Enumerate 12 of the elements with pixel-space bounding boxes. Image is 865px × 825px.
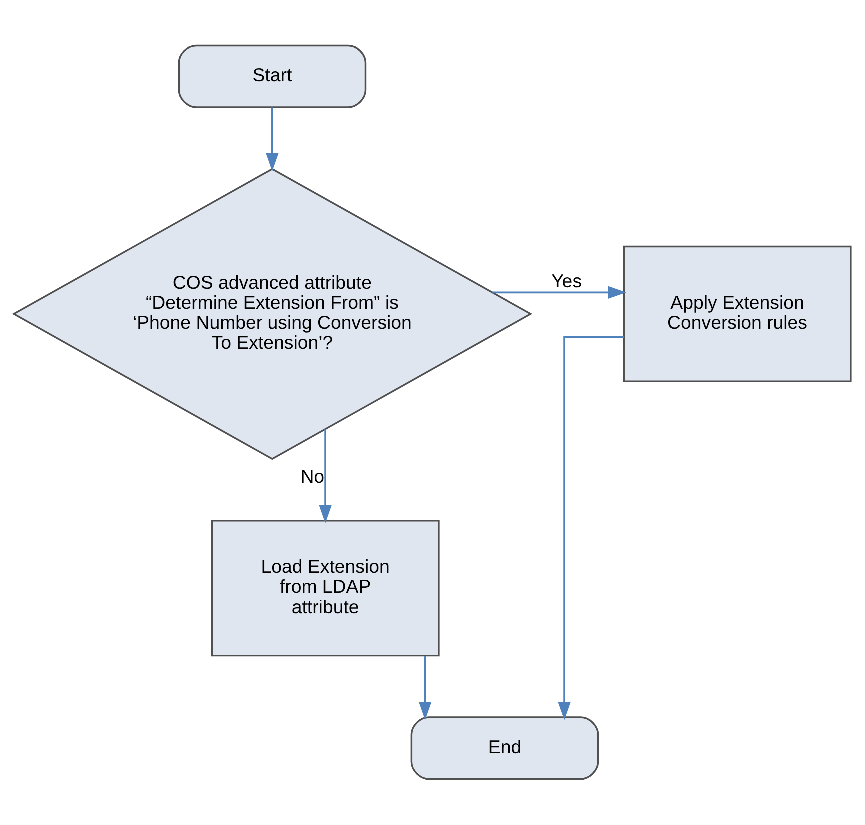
node-diamond: COS advanced attribute “Determine Extension From” is ‘Phone Number using Conversion To Extension’? — [12, 168, 533, 460]
node-box: End — [410, 716, 600, 780]
arrow — [418, 656, 432, 720]
arrow — [558, 336, 624, 720]
arrow — [319, 430, 332, 524]
edge-label: Yes — [552, 270, 582, 292]
arrow — [492, 286, 626, 299]
edge-label: No — [300, 466, 325, 487]
node-box: Load Extension from LDAP attribute — [211, 520, 440, 657]
node-box: Start — [178, 44, 367, 108]
arrow — [266, 108, 279, 172]
node-box: Apply Extension Conversion rules — [623, 246, 852, 382]
